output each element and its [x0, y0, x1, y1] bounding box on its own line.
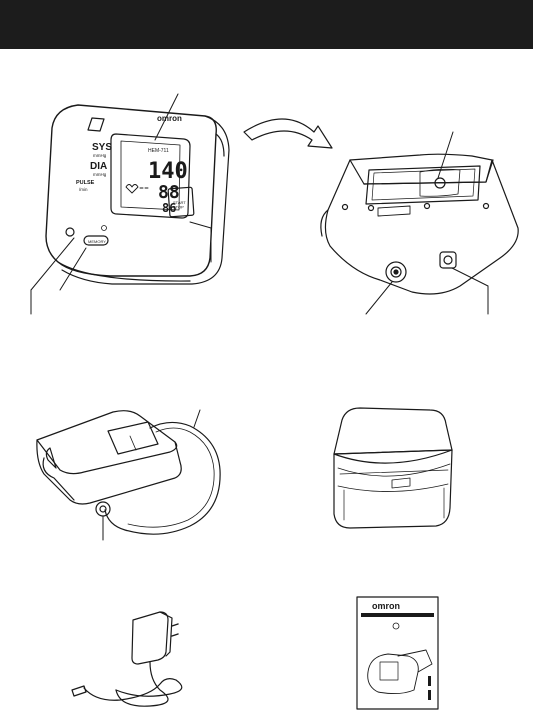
heart-logo-icon: [101, 225, 107, 231]
sys-label: SYS: [92, 142, 112, 153]
indicator-light: [65, 227, 75, 237]
curved-arrow-icon: [243, 118, 333, 149]
heartbeat-symbol-icon: [125, 184, 149, 194]
instruction-manual: omron: [356, 596, 439, 710]
pulse-unit: /min: [79, 187, 88, 192]
brand-label: omron: [157, 114, 182, 123]
monitor-front: omron HEM-711 140 88 86 SYS mmHg DIA mmH…: [30, 93, 230, 315]
carrying-case: [333, 407, 453, 529]
arm-cuff: [36, 409, 221, 541]
header-bar: [0, 0, 533, 49]
manual-heart-logo-icon: [392, 622, 400, 630]
systolic-reading: 140: [148, 159, 188, 184]
manual-brand: omron: [372, 601, 400, 611]
sys-unit: mmHg: [93, 153, 107, 158]
ac-adapter: [71, 611, 183, 707]
dia-label: DIA: [90, 161, 107, 172]
monitor-back: [320, 131, 519, 315]
model-label: HEM-711: [148, 148, 169, 154]
dia-unit: mmHg: [93, 172, 107, 177]
pulse-label: PULSE: [76, 180, 95, 186]
memory-label: MEMORY: [88, 239, 106, 244]
memory-button[interactable]: [83, 235, 109, 246]
